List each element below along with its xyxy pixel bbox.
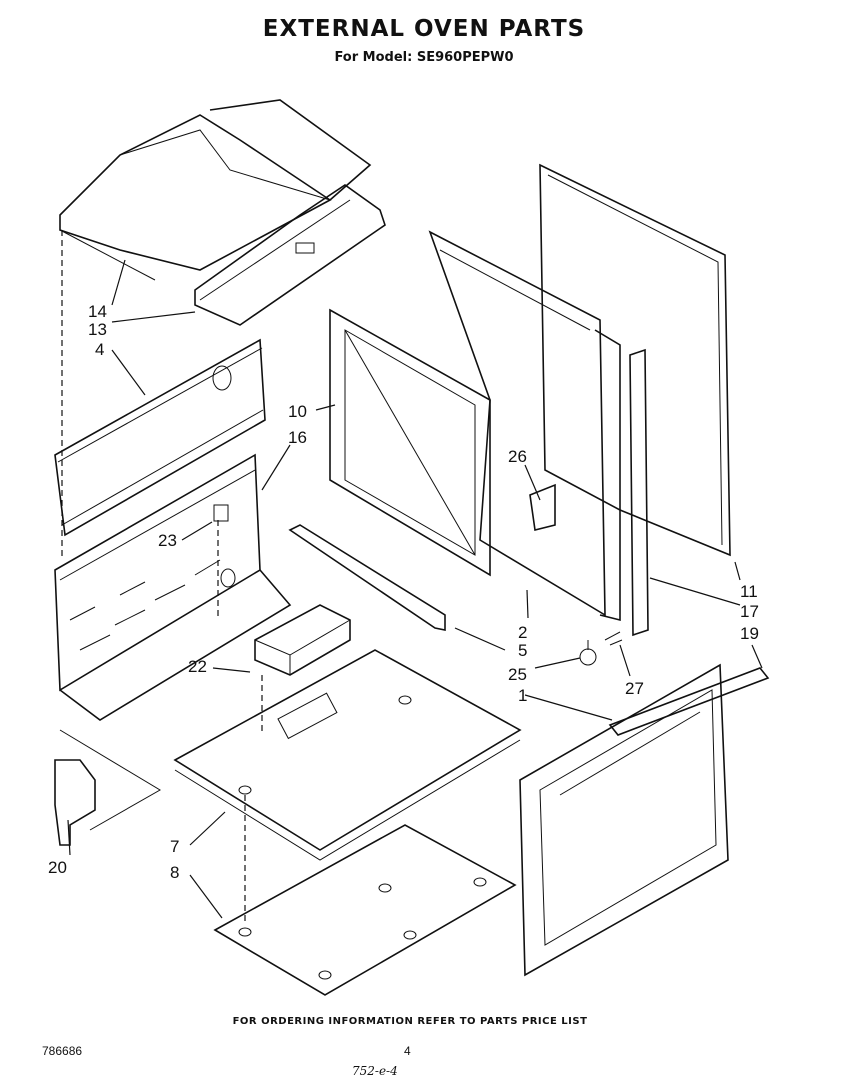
top-cover-panel [59, 99, 372, 281]
inner-door-panel [428, 230, 621, 622]
floor-plate [213, 824, 517, 996]
callout-5: 5 [518, 641, 527, 660]
oven-door [519, 663, 729, 977]
page-number: 4 [404, 1044, 411, 1058]
document-number: 786686 [42, 1044, 83, 1058]
bottom-tray [173, 649, 522, 861]
callout-19: 19 [740, 624, 759, 643]
callout-27: 27 [625, 679, 644, 698]
callout-1: 1 [518, 686, 527, 705]
callout-17: 17 [740, 602, 759, 621]
callout-20: 20 [48, 858, 67, 877]
callout-16: 16 [288, 428, 307, 447]
vent-duct [254, 604, 351, 676]
callout-2: 2 [518, 623, 527, 642]
hinge-screw [579, 640, 597, 666]
callout-8: 8 [170, 863, 179, 882]
hinge-bracket [529, 483, 556, 531]
ordering-note: FOR ORDERING INFORMATION REFER TO PARTS … [232, 1016, 588, 1027]
alignment-lines [61, 230, 263, 925]
door-trim-strip [629, 348, 649, 637]
lower-rear-panel [54, 453, 292, 721]
upper-rear-panel [54, 338, 266, 537]
model-line: For Model: SE960PEPW0 [334, 50, 514, 65]
callout-13: 13 [88, 320, 107, 339]
door-handle-strip [608, 667, 770, 736]
handwritten-note: 752-e-4 [352, 1064, 398, 1078]
door-frame [329, 308, 491, 577]
callout-14: 14 [88, 302, 107, 321]
side-bracket [54, 729, 161, 846]
door-outer-glass [539, 163, 731, 557]
callout-23: 23 [158, 531, 177, 550]
callout-11: 11 [740, 582, 758, 601]
callout-10: 10 [288, 402, 307, 421]
callout-26: 26 [508, 447, 527, 466]
page-title: EXTERNAL OVEN PARTS [262, 16, 586, 42]
clip [604, 631, 623, 646]
top-rear-channel [194, 184, 386, 326]
callout-4: 4 [95, 340, 104, 359]
callout-22: 22 [188, 657, 207, 676]
callout-7: 7 [170, 837, 179, 856]
callout-25: 25 [508, 665, 527, 684]
leader-lines [67, 259, 763, 919]
door-bottom-rail [288, 524, 446, 631]
